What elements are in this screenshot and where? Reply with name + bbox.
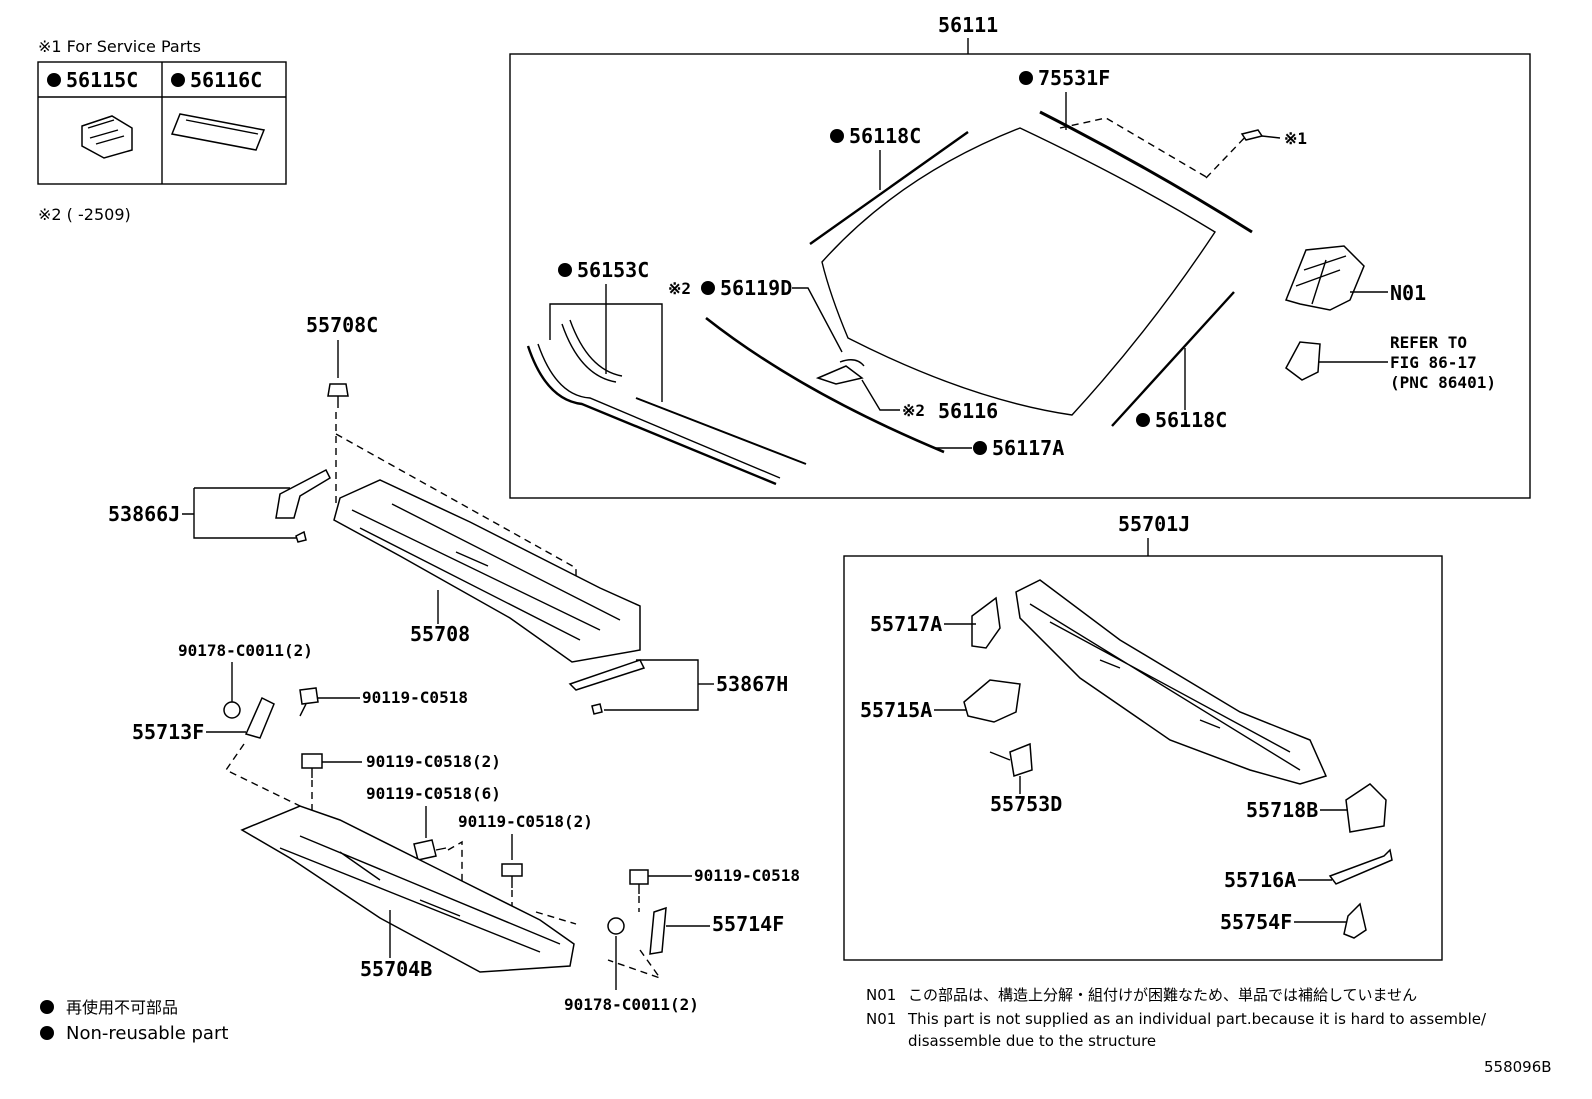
part-55713F-label: 55713F (132, 720, 204, 744)
bracket-refer-drawing (1285, 341, 1321, 381)
part-90178-a-label: 90178-C0011(2) (178, 641, 313, 660)
part-56111-label: 56111 (938, 13, 998, 37)
footnote-jp: この部品は、構造上分解・組付けが困難なため、単品では補給していません (908, 986, 1417, 1004)
part-53866J-label: 53866J (108, 502, 180, 526)
part-55708-label: 55708 (410, 622, 470, 646)
part-56117A-label: 56117A (992, 436, 1064, 460)
cowl-assembly-group-box (843, 555, 1443, 961)
part-90119-c-label: 90119-C0518(6) (366, 784, 501, 803)
part-N01-label: N01 (1390, 281, 1426, 305)
footnote-en-1: This part is not supplied as an individu… (907, 1010, 1487, 1028)
refer-line-1: REFER TO (1390, 333, 1467, 352)
bracket-55713F-drawing (244, 696, 275, 739)
part-55753D-label: 55753D (990, 792, 1062, 816)
nut-90178-b-drawing (607, 917, 625, 935)
clip-53866J-drawing (275, 468, 331, 543)
cowl-assembly-55701J-drawing (1015, 579, 1328, 785)
bracket-55715A-drawing (963, 679, 1021, 723)
part-55715A-label: 55715A (860, 698, 932, 722)
part-55717A-label: 55717A (870, 612, 942, 636)
pad-56116C-drawing (170, 113, 266, 151)
part-75531F-label: 75531F (1038, 66, 1110, 90)
part-56118C-bottom-label: 56118C (1155, 408, 1227, 432)
part-90178-b-label: 90178-C0011(2) (564, 995, 699, 1014)
service-parts-title: ※1 For Service Parts (38, 37, 201, 56)
service-parts-table (37, 61, 287, 185)
bolt-90119-b-drawing (301, 753, 323, 778)
part-56116C-label: 56116C (190, 68, 262, 92)
bolt-90119-a-drawing (299, 687, 319, 717)
cowl-panel-55704B-drawing (240, 805, 575, 973)
part-55718B-label: 55718B (1246, 798, 1318, 822)
mark-note-1: ※1 (1284, 129, 1307, 148)
footnote-code-1: N01 (866, 986, 896, 1004)
bolt-90119-c-drawing (413, 839, 447, 861)
part-55704B-label: 55704B (360, 957, 432, 981)
part-90119-a-label: 90119-C0518 (362, 688, 468, 707)
part-90119-e-label: 90119-C0518 (694, 866, 800, 885)
part-55708C-label: 55708C (306, 313, 378, 337)
part-56119D-label: 56119D (720, 276, 792, 300)
clip-55708C-drawing (327, 383, 349, 408)
bracket-55753D-drawing (989, 742, 1033, 777)
bracket-55716A-drawing (1328, 848, 1393, 885)
bracket-55718B-drawing (1345, 783, 1387, 833)
part-53867H-label: 53867H (716, 672, 788, 696)
part-56118C-top-label: 56118C (849, 124, 921, 148)
part-55714F-label: 55714F (712, 912, 784, 936)
figure-id: 558096B (1484, 1058, 1552, 1076)
part-55716A-label: 55716A (1224, 868, 1296, 892)
bolt-90119-d-drawing (501, 863, 523, 888)
cowl-panel-55708-drawing (333, 479, 641, 663)
part-56116-label: 56116 (938, 399, 998, 423)
refer-line-2: FIG 86-17 (1390, 353, 1477, 372)
part-56115C-label: 56115C (66, 68, 138, 92)
note-2: ※2 ( -2509) (38, 205, 131, 224)
clip-56115C-drawing (81, 115, 133, 159)
legend-en: Non-reusable part (66, 1023, 228, 1044)
mark-note-2a: ※2 (668, 279, 691, 298)
bracket-55754F-drawing (1343, 902, 1367, 939)
windshield-glass (821, 127, 1216, 416)
bracket-55714F-drawing (649, 906, 667, 955)
part-55701J-label: 55701J (1118, 512, 1190, 536)
part-90119-d-label: 90119-C0518(2) (458, 812, 593, 831)
bolt-90119-e-drawing (629, 869, 649, 894)
windshield-group-box (509, 53, 1531, 499)
part-55754F-label: 55754F (1220, 910, 1292, 934)
refer-line-3: (PNC 86401) (1390, 373, 1496, 392)
part-56153C-label: 56153C (577, 258, 649, 282)
bracket-N01-drawing (1284, 245, 1365, 311)
legend-jp: 再使用不可部品 (66, 998, 178, 1017)
bracket-55717A-drawing (971, 596, 1001, 649)
part-90119-b-label: 90119-C0518(2) (366, 752, 501, 771)
footnote-en-2: disassemble due to the structure (908, 1032, 1156, 1050)
footnote-code-2: N01 (866, 1010, 896, 1028)
mark-note-2b: ※2 (902, 401, 925, 420)
seal-53867H-drawing (568, 659, 646, 715)
nut-90178-a-drawing (223, 701, 241, 719)
